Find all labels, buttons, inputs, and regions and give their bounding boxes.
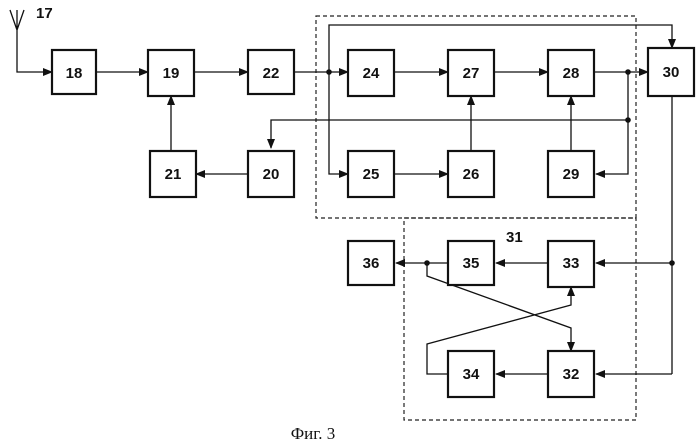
svg-text:25: 25 <box>363 166 380 183</box>
block-29: 29 <box>548 151 594 197</box>
junction-dot <box>326 69 332 75</box>
svg-text:20: 20 <box>263 166 280 183</box>
block-21: 21 <box>150 151 196 197</box>
block-34: 34 <box>448 351 494 397</box>
svg-text:34: 34 <box>463 366 480 383</box>
svg-text:35: 35 <box>463 255 480 272</box>
block-32: 32 <box>548 351 594 397</box>
figure-caption: Фиг. 3 <box>291 424 336 443</box>
block-36: 36 <box>348 241 394 285</box>
block-18: 18 <box>52 50 96 94</box>
svg-text:30: 30 <box>663 64 680 81</box>
block-20: 20 <box>248 151 294 197</box>
block-35: 35 <box>448 241 494 285</box>
block-24: 24 <box>348 50 394 96</box>
block-26: 26 <box>448 151 494 197</box>
antenna-label: 17 <box>36 5 53 22</box>
svg-text:24: 24 <box>363 65 380 82</box>
group-label: 31 <box>506 229 523 246</box>
svg-text:22: 22 <box>263 65 280 82</box>
junction-dot <box>625 69 631 75</box>
antenna-icon <box>10 10 24 55</box>
svg-text:32: 32 <box>563 366 580 383</box>
block-27: 27 <box>448 50 494 96</box>
junction-dot <box>625 117 631 123</box>
svg-text:28: 28 <box>563 65 580 82</box>
block-22: 22 <box>248 50 294 94</box>
svg-text:27: 27 <box>463 65 480 82</box>
svg-text:26: 26 <box>463 166 480 183</box>
block-33: 33 <box>548 241 594 287</box>
svg-text:33: 33 <box>563 255 580 272</box>
svg-text:36: 36 <box>363 255 380 272</box>
svg-text:29: 29 <box>563 166 580 183</box>
svg-text:21: 21 <box>165 166 182 183</box>
block-25: 25 <box>348 151 394 197</box>
block-19: 19 <box>148 50 194 96</box>
junction-dot <box>424 260 430 266</box>
block-30: 30 <box>648 48 694 96</box>
svg-text:18: 18 <box>66 65 83 82</box>
svg-text:19: 19 <box>163 65 180 82</box>
block-28: 28 <box>548 50 594 96</box>
junction-dot <box>669 260 675 266</box>
